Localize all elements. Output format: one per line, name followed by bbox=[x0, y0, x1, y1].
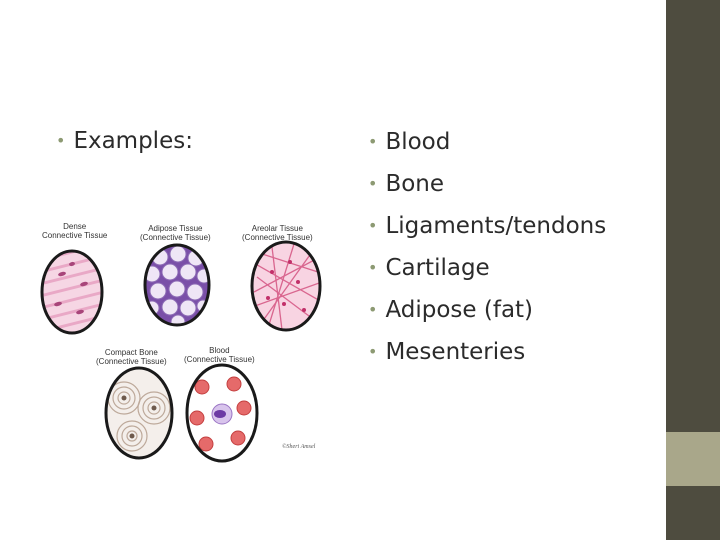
blood-drawing bbox=[185, 363, 259, 463]
bullet-icon: • bbox=[368, 174, 378, 193]
bullet-icon: • bbox=[368, 132, 378, 151]
examples-list: •Blood •Bone •Ligaments/tendons •Cartila… bbox=[368, 122, 606, 374]
adipose-tissue-drawing bbox=[143, 243, 211, 327]
bullet-icon: • bbox=[368, 258, 378, 277]
list-item: •Adipose (fat) bbox=[368, 297, 534, 323]
compact-bone-label: Compact Bone(Connective Tissue) bbox=[96, 348, 167, 366]
blood-label: Blood(Connective Tissue) bbox=[184, 346, 255, 364]
side-accent-bar-bottom bbox=[666, 486, 720, 540]
side-accent-bar-dark bbox=[666, 0, 720, 432]
areolar-tissue-label: Areolar Tissue(Connective Tissue) bbox=[242, 224, 313, 242]
examples-bullet: • Examples: bbox=[56, 126, 193, 158]
side-accent-bar-light bbox=[666, 432, 720, 486]
dense-tissue-drawing bbox=[40, 249, 104, 335]
adipose-tissue-label: Adipose Tissue(Connective Tissue) bbox=[140, 224, 211, 242]
bullet-icon: • bbox=[368, 300, 378, 319]
list-item: •Cartilage bbox=[368, 255, 490, 281]
compact-bone-drawing bbox=[104, 366, 174, 460]
bullet-icon: • bbox=[368, 342, 378, 361]
bullet-icon: • bbox=[56, 131, 66, 150]
list-item: •Mesenteries bbox=[368, 339, 526, 365]
list-item: •Bone bbox=[368, 171, 445, 197]
list-item: •Ligaments/tendons bbox=[368, 213, 607, 239]
tissue-drawings bbox=[40, 240, 322, 463]
examples-label: Examples: bbox=[73, 128, 193, 154]
bullet-icon: • bbox=[368, 216, 378, 235]
image-credit: ©Sheri Amsel bbox=[282, 444, 316, 450]
list-item: •Blood bbox=[368, 129, 451, 155]
areolar-tissue-drawing bbox=[250, 240, 322, 332]
